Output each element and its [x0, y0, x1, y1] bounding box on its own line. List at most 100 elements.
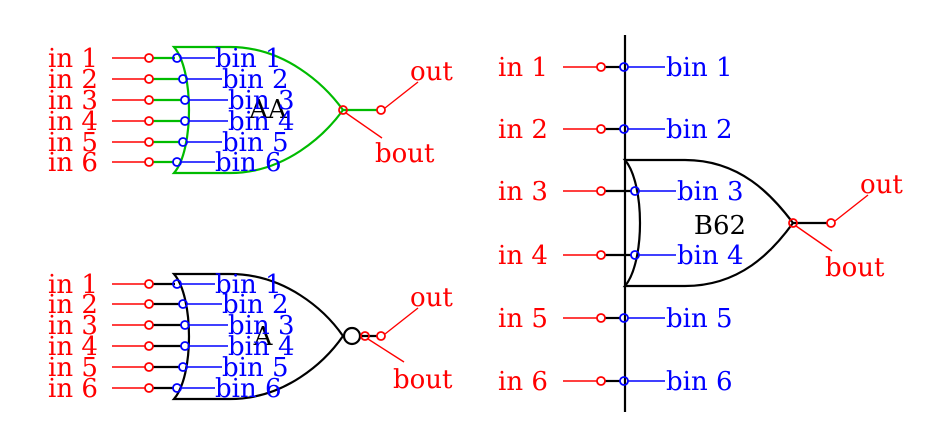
gate-a-input-6-inner-label: bin 6: [215, 374, 282, 404]
gate-a-input-6-outer-pin[interactable]: [144, 383, 154, 393]
gate-aa-input-2-inner-pin[interactable]: [178, 74, 188, 84]
gate-aa-input-4: in 4 bin 4: [48, 107, 295, 137]
gate-a-input-6-outer-label: in 6: [48, 374, 98, 404]
gate-a-body: [171, 272, 345, 401]
gate-b62-input-2: in 2 bin 2: [498, 115, 733, 145]
gate-aa-input-3-outer-label: in 3: [48, 86, 98, 116]
gate-aa-input-2-inner-label: bin 2: [222, 65, 289, 95]
gate-aa-input-3-inner-pin[interactable]: [180, 95, 190, 105]
gate-aa-input-6-outer-pin[interactable]: [144, 157, 154, 167]
gate-b62-input-6-outer-pin[interactable]: [596, 376, 606, 386]
gate-a: A in 1 bin 1 in 2 bin 2 in 3 bin: [48, 270, 453, 404]
gate-b62-input-5-inner-label: bin 5: [666, 304, 733, 334]
gate-b62-input-3-inner-pin[interactable]: [630, 186, 640, 196]
gate-a-input-1: in 1 bin 1: [48, 270, 282, 300]
gate-a-input-2-outer-label: in 2: [48, 290, 98, 320]
gate-b62-input-4: in 4 bin 4: [498, 241, 744, 271]
gate-b62-input-4-inner-label: bin 4: [677, 241, 744, 271]
gate-a-output-inner-label: bout: [393, 365, 453, 395]
gate-aa-input-4-inner-label: bin 4: [228, 107, 295, 137]
gate-a-input-6-inner-pin[interactable]: [172, 383, 182, 393]
gate-aa-input-6-inner-label: bin 6: [215, 148, 282, 178]
gate-a-input-1-inner-label: bin 1: [215, 270, 282, 300]
gate-b62-body: [622, 158, 795, 288]
gate-a-input-3-outer-label: in 3: [48, 311, 98, 341]
gate-a-input-2-inner-pin[interactable]: [178, 299, 188, 309]
gate-aa-input-5-inner-pin[interactable]: [178, 137, 188, 147]
gate-aa-input-5-inner-label: bin 5: [222, 128, 289, 158]
gate-b62-input-6-inner-pin[interactable]: [619, 376, 629, 386]
gate-a-input-1-outer-pin[interactable]: [144, 279, 154, 289]
gate-b62-input-1-outer-label: in 1: [498, 53, 548, 83]
gate-b62-input-1-inner-pin[interactable]: [619, 62, 629, 72]
gate-a-output: out bout: [360, 283, 453, 395]
gate-aa-output-inner-label: bout: [375, 139, 435, 169]
gate-b62-input-4-outer-pin[interactable]: [596, 250, 606, 260]
gate-aa-input-3-inner-label: bin 3: [228, 86, 295, 116]
gate-b62-input-3-inner-label: bin 3: [677, 177, 744, 207]
gate-b62-input-5-outer-pin[interactable]: [596, 313, 606, 323]
gate-aa-output: out bout: [338, 57, 453, 169]
gate-a-input-2-inner-label: bin 2: [222, 290, 289, 320]
gate-aa-input-3-outer-pin[interactable]: [144, 95, 154, 105]
gate-a-input-1-inner-pin[interactable]: [172, 279, 182, 289]
gate-a-input-3: in 3 bin 3: [48, 311, 295, 341]
gate-b62-input-1-inner-label: bin 1: [666, 53, 733, 83]
gate-b62-input-6: in 6 bin 6: [498, 367, 733, 397]
gate-b62-input-5-inner-pin[interactable]: [619, 313, 629, 323]
gate-aa-input-4-inner-pin[interactable]: [180, 116, 190, 126]
gate-aa-input-1-outer-label: in 1: [48, 44, 98, 74]
gate-b62-input-4-inner-pin[interactable]: [630, 250, 640, 260]
gate-aa-input-5-outer-pin[interactable]: [144, 137, 154, 147]
gate-b62-input-2-inner-pin[interactable]: [619, 124, 629, 134]
gate-b62-name: B62: [694, 211, 746, 241]
gate-b62-input-3-outer-pin[interactable]: [596, 186, 606, 196]
gate-aa-input-4-outer-pin[interactable]: [144, 116, 154, 126]
gate-b62-input-2-outer-label: in 2: [498, 115, 548, 145]
gate-b62-output-inner-pin[interactable]: [788, 218, 798, 228]
gate-b62-input-4-outer-label: in 4: [498, 241, 548, 271]
gate-b62-input-3-outer-label: in 3: [498, 177, 548, 207]
gate-aa-input-5: in 5 bin 5: [48, 128, 289, 158]
gate-a-input-5-outer-pin[interactable]: [144, 362, 154, 372]
gate-a-input-3-outer-pin[interactable]: [144, 320, 154, 330]
gate-b62-output-outer-pin[interactable]: [826, 218, 836, 228]
gate-a-input-6: in 6 bin 6: [48, 374, 282, 404]
gate-b62-output-outer-label: out: [860, 170, 903, 200]
gate-b62: B62 in 1 bin 1 in 2 bin 2 in 3 bi: [498, 35, 903, 412]
gate-a-input-5: in 5 bin 5: [48, 353, 289, 383]
gate-a-input-4-inner-label: bin 4: [228, 332, 295, 362]
gate-aa-input-2-outer-label: in 2: [48, 65, 98, 95]
gate-a-input-3-inner-pin[interactable]: [180, 320, 190, 330]
gate-aa-input-1-outer-pin[interactable]: [144, 53, 154, 63]
gate-b62-input-5-outer-label: in 5: [498, 304, 548, 334]
gate-aa-output-outer-pin[interactable]: [376, 105, 386, 115]
gate-b62-output: out bout: [788, 170, 903, 283]
gate-b62-input-1: in 1 bin 1: [498, 53, 733, 83]
gate-a-name: A: [253, 322, 274, 352]
gate-b62-input-3: in 3 bin 3: [498, 177, 744, 207]
gate-aa-input-2-outer-pin[interactable]: [144, 74, 154, 84]
gate-b62-input-2-outer-pin[interactable]: [596, 124, 606, 134]
gate-a-output-outer-pin[interactable]: [376, 331, 386, 341]
gate-a-output-outer-label: out: [410, 283, 453, 313]
gate-aa-input-6: in 6 bin 6: [48, 148, 282, 178]
gate-aa-input-1-inner-pin[interactable]: [172, 53, 182, 63]
gate-b62-input-1-outer-pin[interactable]: [596, 62, 606, 72]
gate-a-input-4-outer-pin[interactable]: [144, 341, 154, 351]
gate-aa-output-inner-pin[interactable]: [338, 105, 348, 115]
gate-a-input-1-outer-label: in 1: [48, 270, 98, 300]
gate-aa-name: AA: [248, 95, 288, 125]
gate-a-input-4-inner-pin[interactable]: [180, 341, 190, 351]
gate-a-inversion-bubble: [342, 326, 362, 346]
gate-aa-input-2: in 2 bin 2: [48, 65, 289, 95]
gate-a-output-inner-pin[interactable]: [360, 331, 370, 341]
gate-b62-output-inner-label: bout: [825, 253, 885, 283]
gate-a-input-2-outer-pin[interactable]: [144, 299, 154, 309]
gate-a-input-5-inner-pin[interactable]: [178, 362, 188, 372]
gate-a-input-4: in 4 bin 4: [48, 332, 295, 362]
gate-a-input-3-inner-label: bin 3: [228, 311, 295, 341]
gate-aa-input-6-inner-pin[interactable]: [172, 157, 182, 167]
